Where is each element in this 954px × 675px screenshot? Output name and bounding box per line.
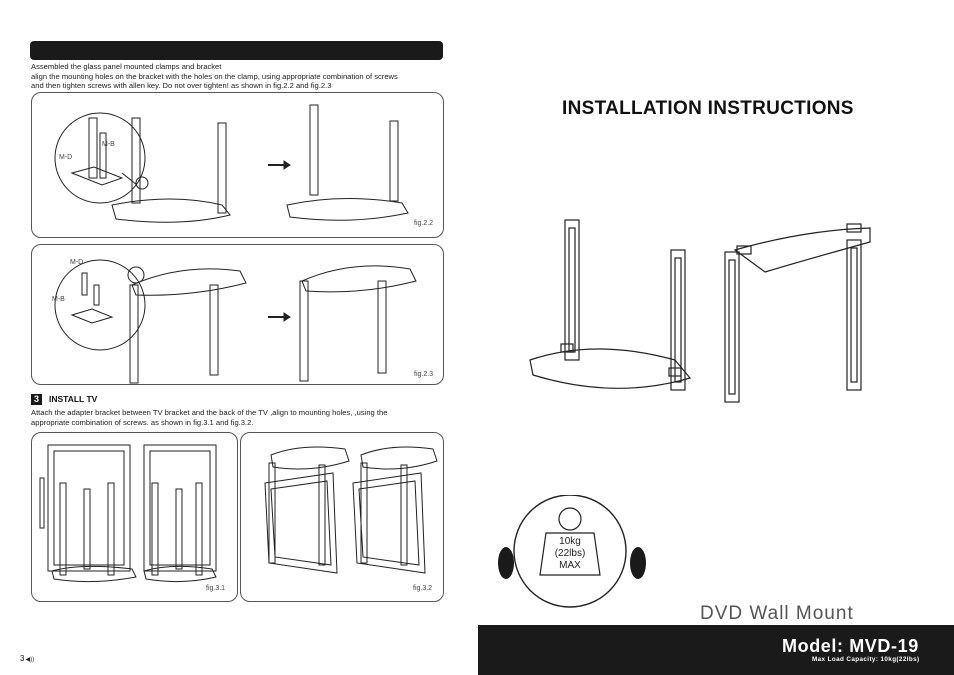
callout-mb: M-B [52, 296, 65, 303]
weight-line-1: 10kg [559, 536, 581, 547]
intro-line-2: align the mounting holes on the bracket … [31, 72, 398, 81]
weight-line-3: MAX [559, 560, 581, 571]
step-number: 3 [31, 394, 42, 405]
figure-3-2-drawing [264, 446, 438, 574]
callout-md: M-D [59, 154, 73, 161]
figure-2-2-drawing [54, 104, 409, 223]
page-title: INSTALLATION INSTRUCTIONS [562, 98, 854, 119]
figure-label: fig.3.1 [206, 585, 226, 592]
figure-2-2-panel: M-D M-B fig.2.2 [31, 92, 444, 238]
step3-line-2: appropriate combination of screws. as sh… [31, 418, 254, 427]
model-title: Model: MVD-19 [782, 636, 919, 656]
figure-3-1-panel: fig.3.1 [31, 432, 238, 602]
page-number: 3◀)) [20, 654, 35, 663]
intro-line-3: and then tighten screws with allen key. … [31, 81, 332, 90]
product-name: DVD Wall Mount [700, 603, 854, 624]
weight-line-2: (22lbs) [554, 548, 586, 559]
figure-2-3-drawing [54, 259, 417, 384]
speaker-icon: ◀)) [25, 657, 35, 663]
weight-badge-graphic [498, 495, 646, 608]
callout-md: M-D [70, 259, 84, 266]
figure-label: fig.2.2 [414, 220, 434, 227]
figure-2-3-panel: M-D M-B fig.2.3 [31, 244, 444, 385]
step3-line-1: Attach the adapter bracket between TV br… [31, 408, 388, 417]
figure-label: fig.3.2 [413, 585, 433, 592]
figure-3-2-panel: fig.3.2 [240, 432, 444, 602]
callout-mb: M-B [102, 141, 115, 148]
figure-label: fig.2.3 [414, 371, 434, 378]
model-banner [478, 625, 954, 675]
max-load-text: Max Load Capacity: 10kg(22lbs) [812, 656, 920, 663]
product-illustration [529, 219, 871, 403]
step-title: INSTALL TV [49, 394, 98, 404]
section-header-bar [30, 41, 443, 60]
figure-3-1-drawing [39, 444, 217, 583]
intro-line-1: Assembled the glass panel mounted clamps… [31, 62, 222, 71]
